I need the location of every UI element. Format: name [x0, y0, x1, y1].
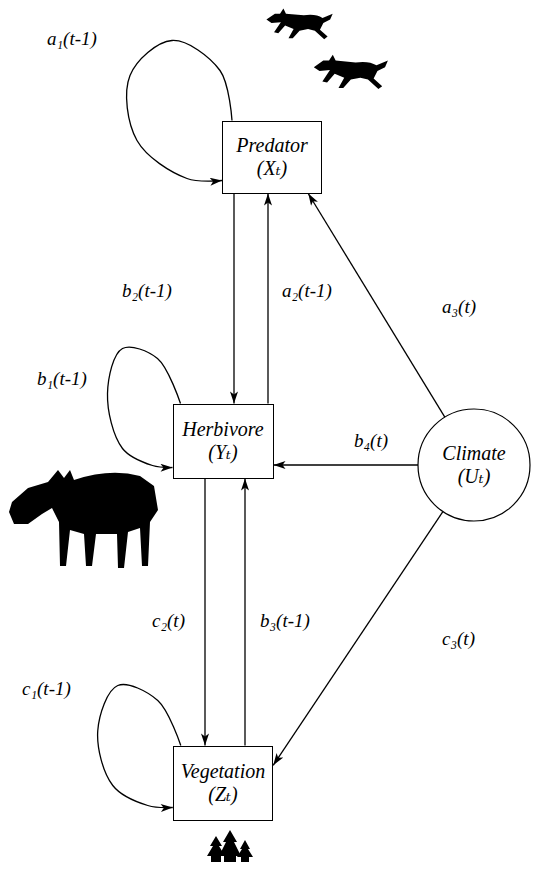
node-name: Herbivore [182, 418, 263, 441]
coefficient-label: c₃(t) [440, 628, 477, 650]
moose-silhouette [9, 470, 158, 568]
interaction-arrow [233, 194, 234, 404]
driver-circle: Climate(Uₜ) [417, 408, 531, 522]
node-name: Vegetation [181, 760, 265, 783]
trophic-box: Predator(Xₜ) [222, 121, 322, 194]
interaction-arrow [267, 194, 268, 404]
wolf-silhouette [266, 9, 332, 40]
coefficient-label: b₂(t-1) [120, 280, 174, 302]
pine-tree [219, 830, 241, 862]
interaction-arrow [204, 479, 205, 746]
interaction-arrow [274, 464, 419, 465]
tree-silhouettes [207, 830, 253, 862]
interaction-arrow [308, 194, 445, 418]
circle-outline [418, 409, 530, 521]
coefficient-label: b₃(t-1) [258, 610, 312, 632]
wolf-silhouette [266, 9, 332, 40]
self-loop-arrow [98, 685, 181, 808]
node-symbol: (Uₜ) [458, 465, 491, 488]
wolf-silhouette [314, 55, 388, 89]
node-symbol: (Yₜ) [208, 441, 237, 464]
coefficient-label: b₁(t-1) [35, 368, 89, 390]
node-name: Climate [442, 442, 505, 465]
coefficient-label: a₂(t-1) [280, 280, 334, 302]
trophic-box: Herbivore(Yₜ) [173, 404, 274, 479]
coefficient-label: a₃(t) [440, 296, 478, 318]
node-symbol: (Zₜ) [208, 783, 237, 806]
node-name: Predator [236, 134, 307, 157]
pine-tree [207, 836, 225, 862]
interaction-arrow [273, 512, 443, 766]
trophic-box: Vegetation(Zₜ) [173, 746, 273, 821]
node-symbol: (Xₜ) [257, 157, 287, 180]
coefficient-label: b₄(t) [352, 430, 390, 452]
self-loop-arrow [107, 347, 180, 467]
interaction-arrow [244, 479, 245, 746]
pine-tree [237, 840, 253, 862]
wolf-silhouette [314, 55, 388, 89]
self-loop-arrow [127, 40, 232, 181]
coefficient-label: a₁(t-1) [45, 28, 99, 50]
coefficient-label: c₂(t) [150, 610, 187, 632]
coefficient-label: c₁(t-1) [20, 678, 73, 700]
